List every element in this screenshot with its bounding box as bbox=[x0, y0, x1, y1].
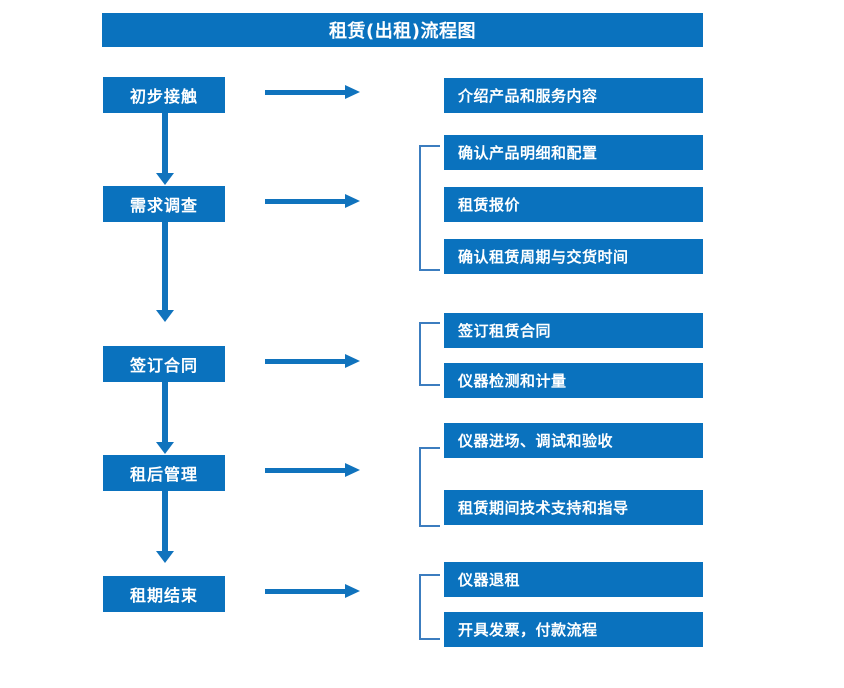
arrow-shaft bbox=[265, 468, 347, 473]
arrow-head bbox=[156, 310, 174, 322]
arrow-shaft bbox=[162, 382, 168, 442]
arrow-shaft bbox=[265, 589, 347, 594]
down-arrow-icon-4 bbox=[156, 491, 174, 563]
arrow-shaft bbox=[265, 199, 347, 204]
right-arrow-icon bbox=[265, 85, 360, 99]
right-arrow-icon bbox=[265, 584, 360, 598]
down-arrow-icon-2 bbox=[156, 222, 174, 322]
detail-box-8[interactable]: 租赁期间技术支持和指导 bbox=[444, 490, 703, 525]
stage-box-4[interactable]: 租后管理 bbox=[103, 455, 225, 491]
stage-box-3[interactable]: 签订合同 bbox=[103, 346, 225, 382]
arrow-head bbox=[156, 551, 174, 563]
group-bracket-icon-2 bbox=[419, 145, 440, 271]
arrow-shaft bbox=[265, 90, 347, 95]
arrow-shaft bbox=[162, 113, 168, 173]
stage-box-2[interactable]: 需求调查 bbox=[103, 186, 225, 222]
arrow-shaft bbox=[265, 359, 347, 364]
arrow-head bbox=[156, 442, 174, 454]
detail-box-7[interactable]: 仪器进场、调试和验收 bbox=[444, 423, 703, 458]
right-arrow-icon bbox=[265, 354, 360, 368]
group-bracket-icon-4 bbox=[419, 447, 440, 527]
arrow-head bbox=[345, 85, 360, 99]
down-arrow-icon-3 bbox=[156, 382, 174, 454]
arrow-head bbox=[345, 584, 360, 598]
down-arrow-icon-1 bbox=[156, 113, 174, 185]
arrow-head bbox=[345, 354, 360, 368]
arrow-shaft bbox=[162, 222, 168, 310]
stage-box-5[interactable]: 租期结束 bbox=[103, 576, 225, 612]
detail-box-10[interactable]: 开具发票，付款流程 bbox=[444, 612, 703, 647]
arrow-head bbox=[156, 173, 174, 185]
arrow-head bbox=[345, 463, 360, 477]
detail-box-9[interactable]: 仪器退租 bbox=[444, 562, 703, 597]
arrow-shaft bbox=[162, 491, 168, 551]
right-arrow-icon bbox=[265, 463, 360, 477]
detail-box-3[interactable]: 租赁报价 bbox=[444, 187, 703, 222]
detail-box-1[interactable]: 介绍产品和服务内容 bbox=[444, 78, 703, 113]
group-bracket-icon-5 bbox=[419, 574, 440, 640]
arrow-head bbox=[345, 194, 360, 208]
detail-box-4[interactable]: 确认租赁周期与交货时间 bbox=[444, 239, 703, 274]
right-arrow-icon bbox=[265, 194, 360, 208]
detail-box-6[interactable]: 仪器检测和计量 bbox=[444, 363, 703, 398]
detail-box-2[interactable]: 确认产品明细和配置 bbox=[444, 135, 703, 170]
group-bracket-icon-3 bbox=[419, 322, 440, 386]
detail-box-5[interactable]: 签订租赁合同 bbox=[444, 313, 703, 348]
stage-box-1[interactable]: 初步接触 bbox=[103, 77, 225, 113]
page-title: 租赁(出租)流程图 bbox=[102, 13, 703, 47]
